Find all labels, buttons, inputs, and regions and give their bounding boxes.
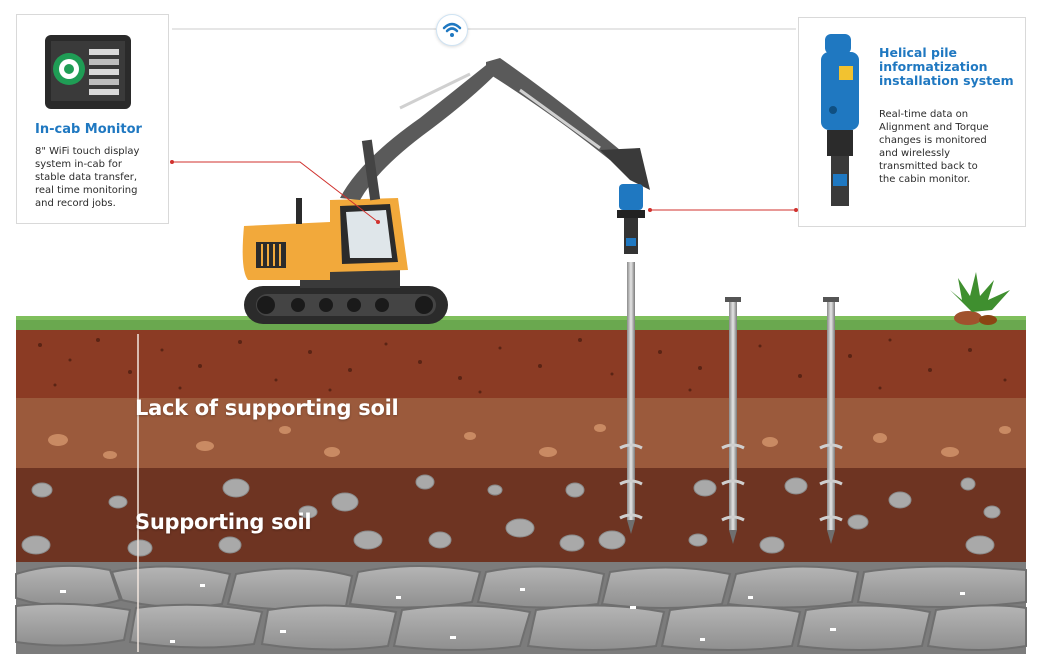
helical-pile-1 xyxy=(619,262,643,534)
touch-display-icon xyxy=(45,35,133,113)
topsoil-layer xyxy=(16,330,1026,398)
plant-icon xyxy=(950,272,1010,325)
supporting-soil-rocks xyxy=(21,474,1001,557)
helical-system-title: Helical pile informatization installatio… xyxy=(879,45,1014,88)
supporting-soil-label: Supporting soil xyxy=(135,510,312,534)
helical-system-card: Helical pile informatization installatio… xyxy=(798,17,1026,227)
helical-pile-3 xyxy=(819,297,843,544)
topsoil-specks xyxy=(38,338,1007,394)
bedrock-stones xyxy=(15,564,1027,651)
weak-soil-layer xyxy=(16,398,1026,468)
in-cab-monitor-title: In-cab Monitor xyxy=(35,122,142,137)
bedrock-specks xyxy=(60,584,965,643)
pile-driver-head-icon xyxy=(817,34,863,212)
in-cab-monitor-card: In-cab Monitor 8" WiFi touch display sys… xyxy=(16,14,169,224)
subsoil-pebbles xyxy=(48,424,1011,459)
wifi-icon xyxy=(436,14,468,46)
helical-system-description: Real-time data on Alignment and Torque c… xyxy=(879,109,989,185)
in-cab-monitor-description: 8" WiFi touch display system in-cab for … xyxy=(35,146,140,209)
excavator-icon xyxy=(242,58,650,324)
leader-lines xyxy=(172,161,796,223)
helical-pile-2 xyxy=(721,297,745,544)
lack-of-supporting-soil-label: Lack of supporting soil xyxy=(135,396,399,420)
